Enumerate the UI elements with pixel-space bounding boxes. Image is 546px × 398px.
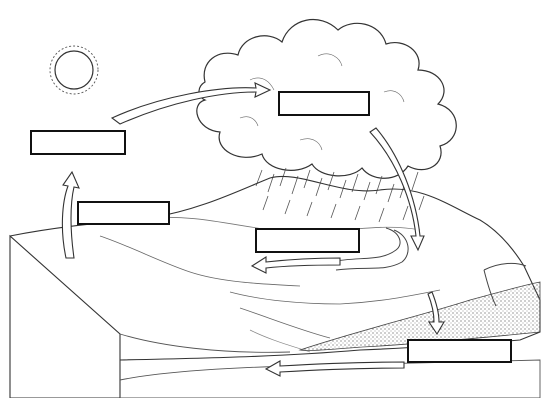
label-box-runoff[interactable]: [255, 228, 360, 253]
evaporation-arrow: [110, 82, 272, 125]
cloud-texture: [239, 53, 405, 151]
label-box-transpiration[interactable]: [77, 201, 170, 225]
landscape: [9, 176, 541, 398]
sun-icon: [49, 45, 99, 95]
precipitation-arrow: [369, 127, 425, 252]
label-box-evaporation[interactable]: [30, 130, 126, 155]
runoff-arrow: [250, 255, 341, 274]
infiltration-arrow: [427, 291, 445, 336]
groundwater-flow-arrow: [264, 360, 405, 377]
transpiration-arrow: [61, 170, 80, 259]
label-box-groundwater[interactable]: [407, 339, 512, 363]
label-box-condensation[interactable]: [278, 91, 370, 116]
groundwater-layer: [298, 281, 541, 351]
